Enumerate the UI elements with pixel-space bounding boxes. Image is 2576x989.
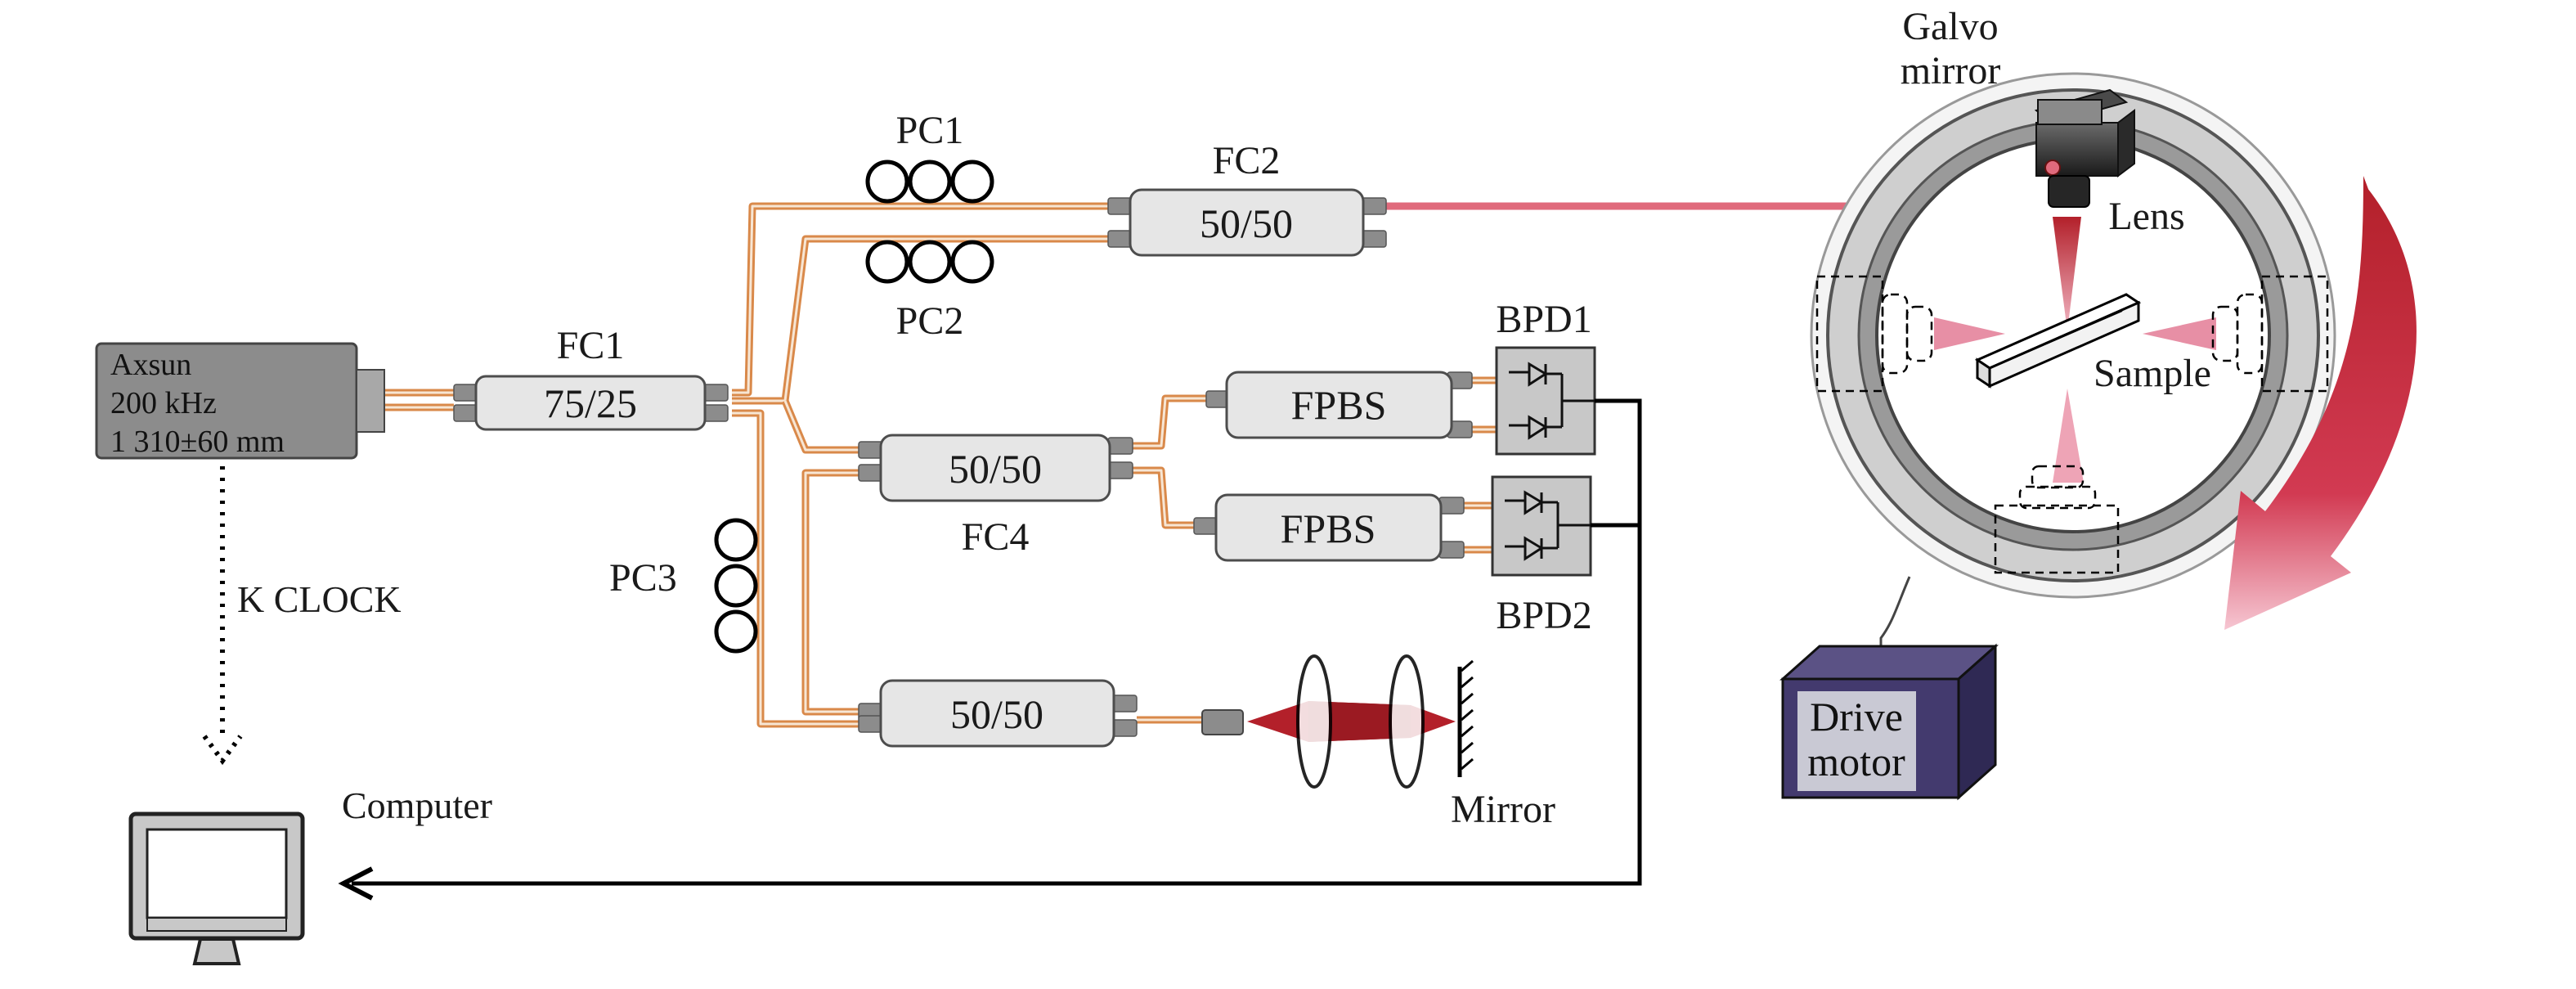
polarization-controller-pc1	[865, 160, 994, 204]
beam-top	[2053, 217, 2081, 331]
pc1-label: PC1	[896, 109, 964, 152]
reference-arm	[1201, 654, 1474, 789]
fiber-coupler-fc4: 50/50	[858, 434, 1133, 502]
source-label-line2: 200 kHz	[110, 386, 217, 420]
bpd1-label: BPD1	[1496, 298, 1591, 341]
balanced-photodetector-2	[1491, 475, 1592, 577]
rotation-arrow	[2224, 176, 2417, 630]
pc2-label: PC2	[896, 299, 964, 343]
fc3-ratio: 50/50	[950, 691, 1043, 737]
lens-2	[1389, 654, 1425, 789]
bpd2-label: BPD2	[1496, 594, 1591, 637]
fpbs-2-label: FPBS	[1281, 506, 1376, 551]
polarization-controller-pc3	[714, 518, 758, 654]
fiber-coupler-fc2: 50/50	[1107, 188, 1387, 257]
drive-motor: Drive motor	[1779, 643, 1999, 801]
fc4-label: FC4	[962, 515, 1030, 559]
beam-right	[2143, 317, 2216, 350]
rotary-scanner	[1810, 72, 2336, 599]
galvo-label-line2: mirror	[1901, 49, 2001, 92]
galvo-label-line1: Galvo	[1902, 5, 1998, 48]
k-clock-label: K CLOCK	[237, 578, 402, 620]
lens-1	[1296, 654, 1332, 789]
fpbs-1-label: FPBS	[1291, 382, 1387, 428]
computer-monitor-icon	[128, 811, 305, 965]
scan-head-left	[1815, 275, 1933, 393]
fpbs-1: FPBS	[1205, 371, 1473, 439]
fc1-ratio: 75/25	[544, 380, 637, 426]
source-label-line1: Axsun	[110, 348, 191, 382]
sample-cuvette	[1974, 293, 2142, 389]
computer-label: Computer	[342, 784, 492, 826]
mirror-label: Mirror	[1451, 788, 1555, 831]
fpbs-2: FPBS	[1193, 493, 1465, 562]
pc3-label: PC3	[609, 556, 677, 600]
fiber-coupler-fc1: 75/25	[453, 375, 729, 431]
polarization-controller-pc2	[865, 240, 994, 284]
balanced-photodetector-1	[1495, 346, 1596, 456]
beam-left	[1934, 317, 2005, 350]
fiber-coupler-fc3: 50/50	[858, 679, 1138, 748]
fc4-ratio: 50/50	[949, 446, 1042, 492]
signal-cable	[352, 398, 1642, 886]
fc2-ratio: 50/50	[1200, 200, 1293, 246]
drive-label-line2: motor	[1807, 739, 1905, 784]
galvo-mirror-head	[2034, 88, 2135, 208]
scan-head-right	[2211, 275, 2329, 393]
beam-bottom	[2053, 389, 2084, 483]
sample-label: Sample	[2094, 352, 2211, 395]
source-label-line3: 1 310±60 mm	[110, 425, 285, 459]
swept-source-laser: Axsun 200 kHz 1 310±60 mm	[95, 342, 385, 460]
fc2-label: FC2	[1213, 139, 1281, 182]
fc1-label: FC1	[557, 324, 625, 367]
drive-label-line1: Drive	[1810, 694, 1903, 740]
lens-label: Lens	[2108, 195, 2184, 238]
scan-head-bottom	[1994, 465, 2120, 574]
